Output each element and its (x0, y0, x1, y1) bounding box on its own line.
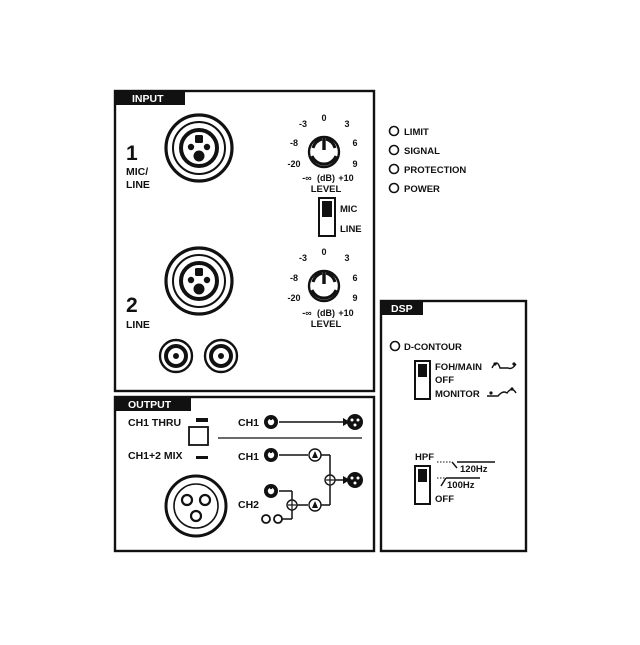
knob1-tick-l4: -∞ (302, 173, 312, 183)
knob2-tick-r4: +10 (338, 308, 353, 318)
flow-mix-arrow-icon (343, 476, 350, 484)
ch1-level-label: LEVEL (311, 184, 342, 195)
flow-ch1-top-jack-icon (264, 415, 278, 429)
d-contour-label: D-CONTOUR (404, 342, 462, 353)
thru-position-icon (196, 418, 208, 422)
foh-eq-curve-icon (491, 362, 517, 370)
knob2-tick-l2: -8 (290, 273, 298, 283)
flow-ch2-jack-icon (264, 484, 278, 498)
signal-led-icon (388, 144, 400, 156)
flow-ch2-label: CH2 (238, 499, 259, 511)
output-header: OUTPUT (128, 399, 172, 411)
knob2-tick-l4: -∞ (302, 308, 312, 318)
flow-out-top-xlr-icon (347, 414, 363, 430)
ch2-level-symbol-icon (308, 498, 322, 512)
knob2-unit: (dB) (317, 308, 335, 318)
knob2-tick-r2: 6 (352, 273, 357, 283)
protection-led-icon (388, 163, 400, 175)
hpf-100hz-curve-icon (437, 477, 480, 487)
indicator-power: POWER (404, 184, 440, 195)
knob1-tick-l3: -20 (287, 159, 300, 169)
hpf-label: HPF (415, 452, 434, 463)
flow-ch1-top-label: CH1 (238, 417, 259, 429)
ch1-number: 1 (126, 142, 138, 165)
indicator-limit: LIMIT (404, 127, 429, 138)
xlr-output-jack[interactable] (164, 474, 228, 538)
indicator-list: LIMIT SIGNAL PROTECTION POWER (388, 125, 466, 195)
mix-sum-node-icon (324, 474, 336, 486)
dsp-header-tab (381, 301, 423, 315)
dsp-panel (379, 299, 528, 553)
flow-out-mix-xlr-icon (347, 472, 363, 488)
mic-line-switch[interactable] (318, 197, 336, 237)
ch2-level-label: LEVEL (311, 319, 342, 330)
knob1-tick-r4: +10 (338, 173, 353, 183)
switch-line-label: LINE (340, 224, 362, 235)
knob1-unit: (dB) (317, 173, 335, 183)
foh-main-label: FOH/MAIN (435, 362, 482, 373)
knob2-tick-0: 0 (321, 247, 326, 257)
flow-ch2-rca-icons (261, 514, 283, 524)
limit-led-icon (388, 125, 400, 137)
input-header: INPUT (132, 93, 164, 105)
flow-ch1-mid-label: CH1 (238, 451, 259, 463)
indicator-protection: PROTECTION (404, 165, 466, 176)
dsp-header: DSP (391, 303, 413, 315)
switch-mic-label: MIC (340, 204, 358, 215)
hpf-switch[interactable] (414, 465, 431, 505)
ch1-level-symbol-icon (308, 448, 322, 462)
dsp-off2-label: OFF (435, 494, 454, 505)
monitor-eq-curve-icon (487, 387, 517, 397)
output-header-tab (115, 397, 191, 411)
input-header-tab (115, 91, 185, 105)
ch2-combo-jack[interactable] (164, 246, 234, 316)
d-contour-switch[interactable] (414, 360, 431, 400)
dsp-off1-label: OFF (435, 375, 454, 386)
ch1-thru-label: CH1 THRU (128, 417, 181, 429)
ch2-sum-node-icon (286, 499, 298, 511)
mix-position-icon (196, 456, 208, 459)
monitor-label: MONITOR (435, 389, 480, 400)
knob1-tick-0: 0 (321, 113, 326, 123)
hpf-100hz-label: 100Hz (447, 480, 475, 491)
ch1-combo-jack[interactable] (164, 113, 234, 183)
rca-jack-right[interactable] (203, 338, 239, 374)
knob1-tick-r3: 9 (352, 159, 357, 169)
output-mode-switch[interactable] (188, 426, 209, 446)
d-contour-led-icon (389, 340, 401, 352)
ch2-number: 2 (126, 294, 138, 317)
ch1-label-line2: LINE (126, 179, 150, 191)
knob1-tick-l2: -8 (290, 138, 298, 148)
flow-thru-arrow-icon (343, 418, 350, 426)
hpf-120hz-curve-icon (437, 461, 495, 469)
knob1-tick-r2: 6 (352, 138, 357, 148)
knob1-tick-r1: 3 (344, 119, 349, 129)
hpf-120hz-label: 120Hz (460, 464, 488, 475)
knob2-tick-r3: 9 (352, 293, 357, 303)
flow-ch1-mid-jack-icon (264, 448, 278, 462)
knob2-tick-l3: -20 (287, 293, 300, 303)
input-panel (113, 89, 376, 393)
knob2-tick-l1: -3 (299, 253, 307, 263)
knob1-tick-l1: -3 (299, 119, 307, 129)
ch12-mix-label: CH1+2 MIX (128, 450, 183, 462)
power-led-icon (388, 182, 400, 194)
ch2-level-knob[interactable] (307, 269, 341, 303)
ch2-level-knob-group: 0 -3 -8 -20 -∞ 3 6 9 +10 (dB) LEVEL (287, 247, 357, 330)
indicator-signal: SIGNAL (404, 146, 440, 157)
ch1-label-line1: MIC/ (126, 166, 148, 178)
ch1-level-knob[interactable] (307, 135, 341, 169)
ch2-label: LINE (126, 319, 150, 331)
rca-jack-left[interactable] (158, 338, 194, 374)
knob2-tick-r1: 3 (344, 253, 349, 263)
ch1-level-knob-group: 0 -3 -8 -20 -∞ 3 6 9 +10 (dB) LEVEL (287, 113, 357, 195)
